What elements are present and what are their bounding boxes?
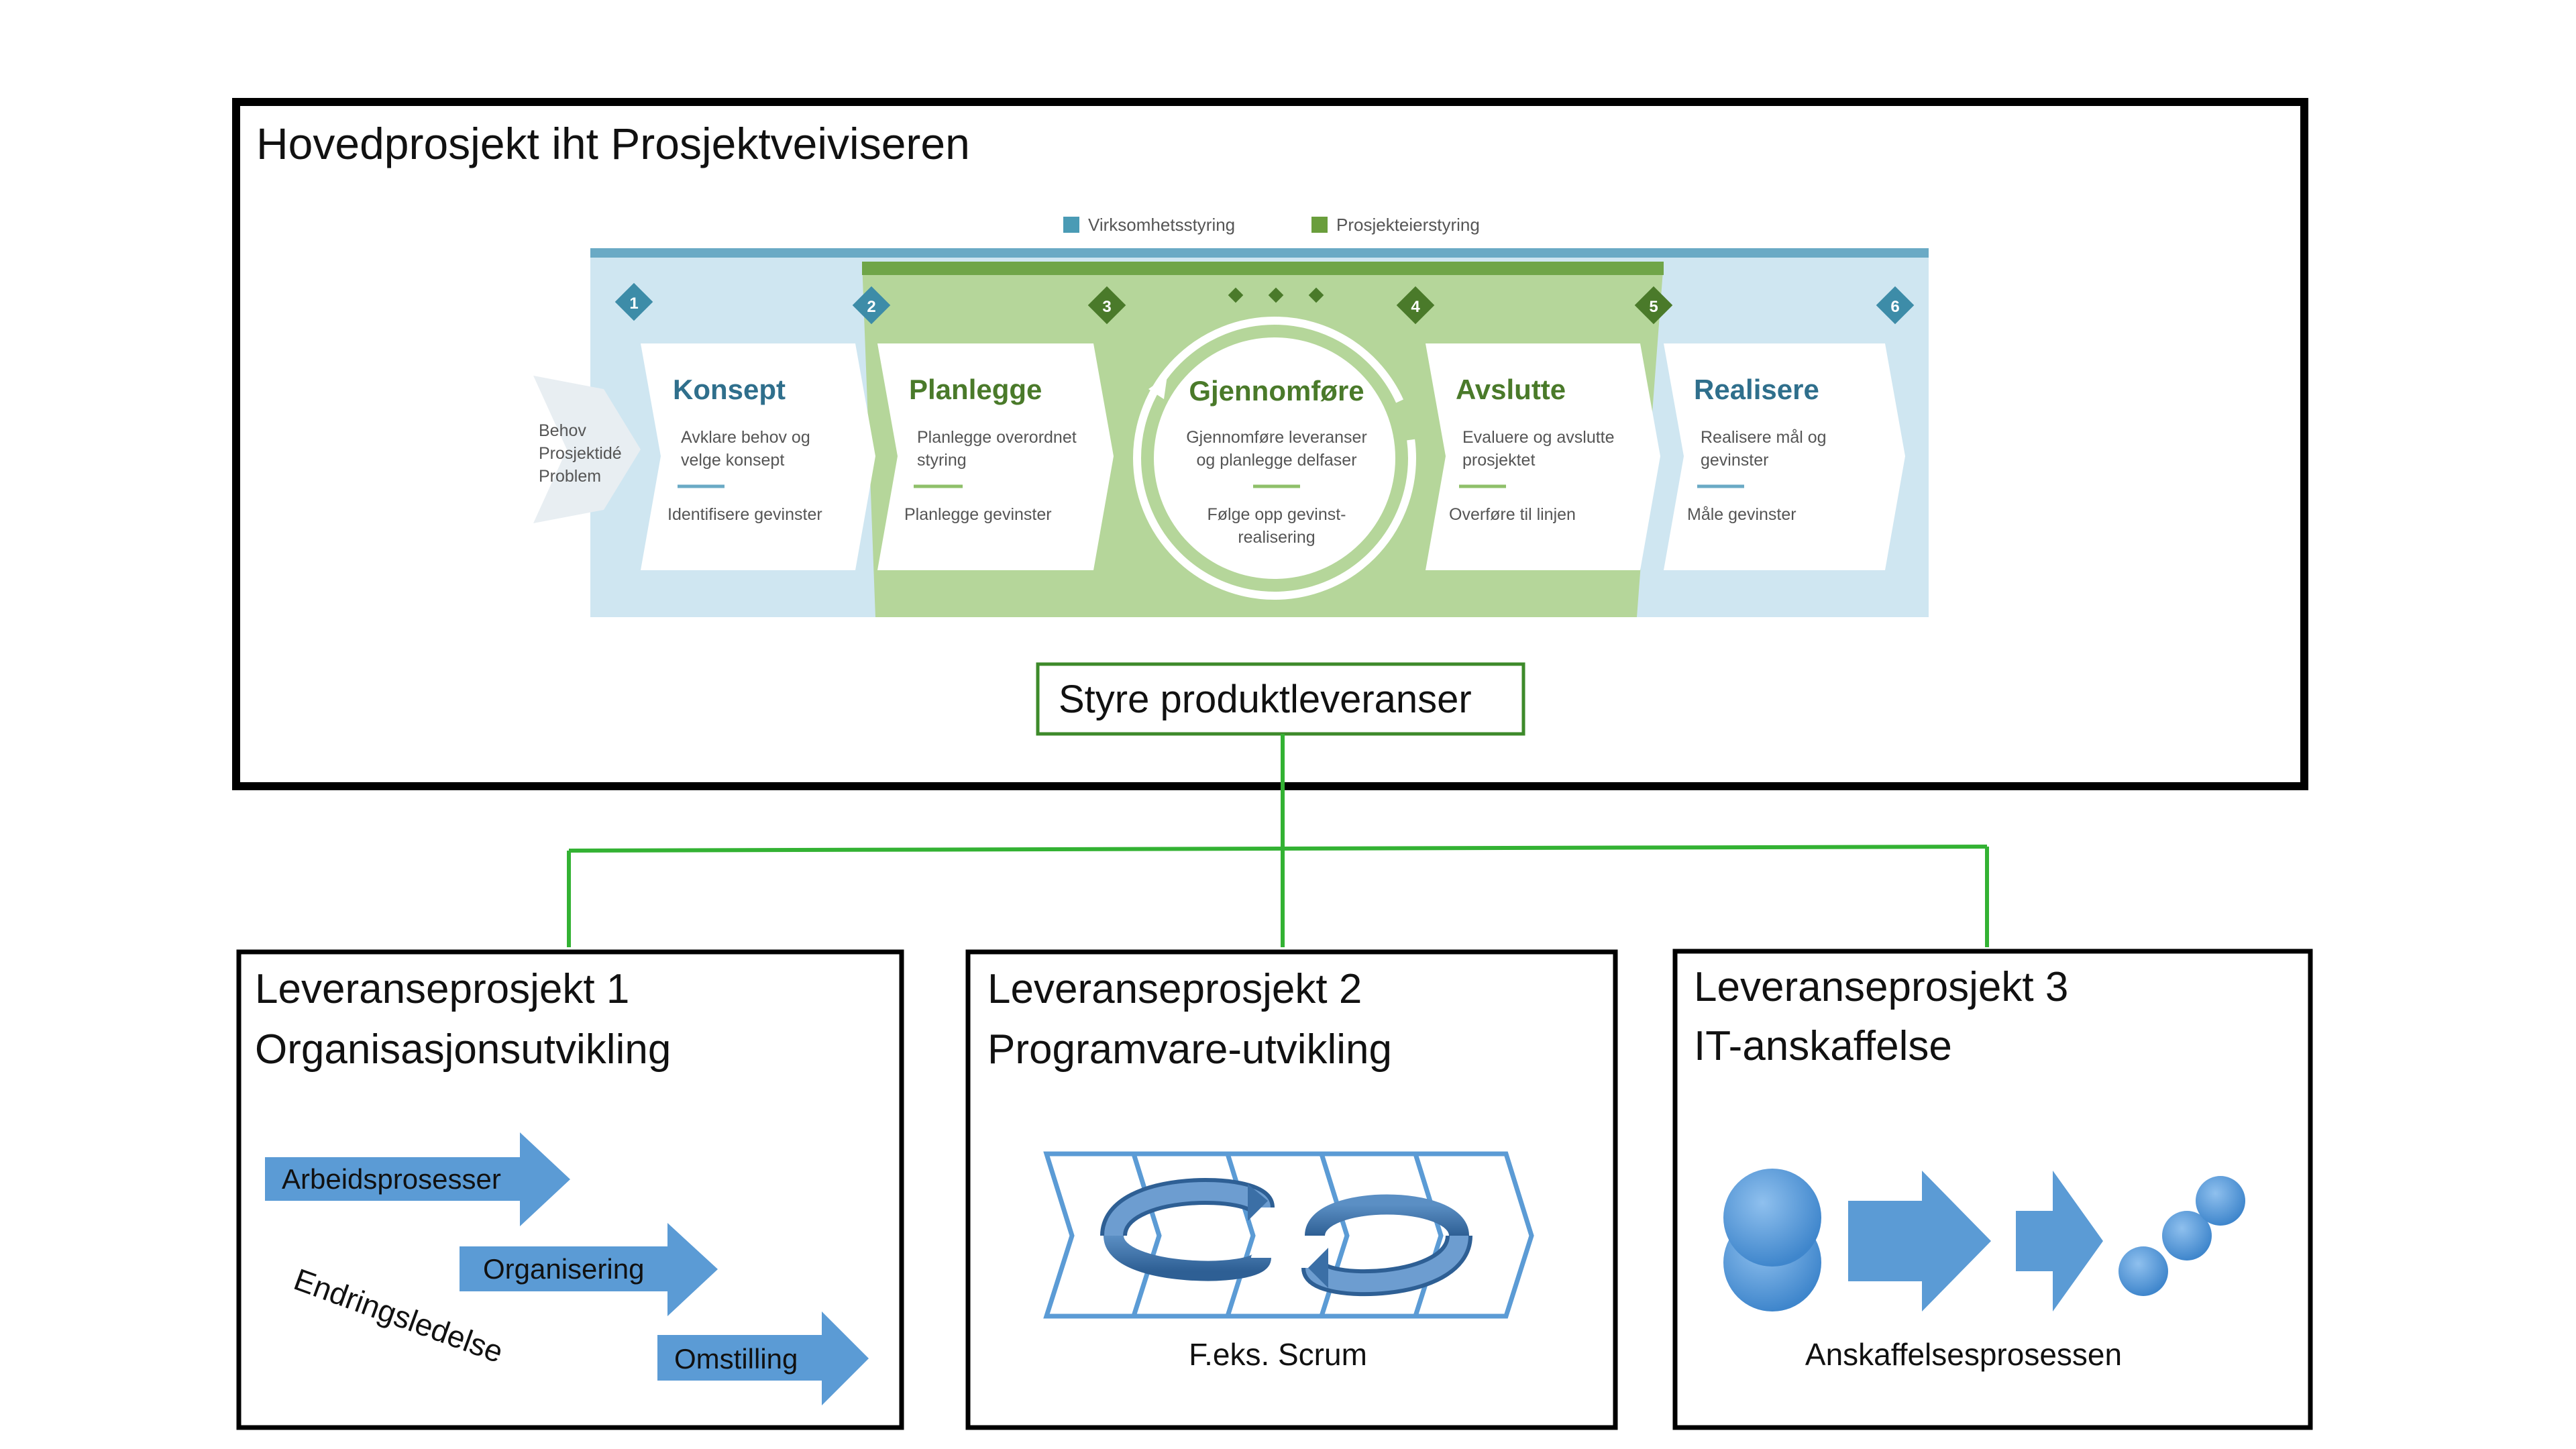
phase-benefit: realisering [1238, 528, 1315, 547]
svg-text:1: 1 [629, 294, 638, 313]
svg-text:Omstilling: Omstilling [674, 1343, 798, 1375]
milestone-6: 6 [1876, 286, 1915, 325]
phase-benefit: Følge opp gevinst- [1207, 505, 1346, 524]
phase-desc: og planlegge delfaser [1196, 451, 1356, 470]
delivery-project-2: Leveranseprosjekt 2 Programvare-utviklin… [965, 949, 1618, 1430]
phase-benefit: Planlegge gevinster [904, 505, 1052, 524]
control-label: Styre produktleveranser [1059, 678, 1472, 721]
delivery-subheading: Programvare-utvikling [987, 1026, 1392, 1073]
milestone-3: 3 [1087, 286, 1126, 325]
phase-title: Gjennomføre [1189, 375, 1364, 407]
phase-title: Avslutte [1456, 374, 1566, 405]
legend-label-virksomhetsstyring: Virksomhetsstyring [1088, 215, 1235, 235]
milestone-5: 5 [1634, 286, 1673, 325]
delivery-heading: Leveranseprosjekt 3 [1694, 964, 2068, 1010]
phase-planlegge: Planlegge Planlegge overordnet styring P… [877, 343, 1114, 570]
phase-desc: styring [917, 451, 967, 470]
arrow-omstilling: Omstilling [657, 1311, 869, 1405]
legend-label-prosjekteierstyring: Prosjekteierstyring [1336, 215, 1480, 235]
phase-desc: Planlegge overordnet [917, 428, 1077, 447]
phase-title: Realisere [1694, 374, 1819, 405]
phase-benefit: Måle gevinster [1687, 505, 1796, 524]
legend: Virksomhetsstyring Prosjekteierstyring [1063, 215, 1480, 235]
svg-text:6: 6 [1890, 298, 1899, 316]
phase-desc: Realisere mål og [1701, 428, 1827, 447]
arrow-organisering: Organisering [460, 1223, 718, 1316]
phase-avslutte: Avslutte Evaluere og avslutte prosjektet… [1426, 343, 1660, 570]
phase-konsept: Konsept Avklare behov og velge konsept I… [641, 343, 875, 570]
scrum-cycle-icon [1100, 1178, 1472, 1297]
caption-anskaffelse: Anskaffelsesprosessen [1805, 1337, 2122, 1372]
phase-benefit: Identifisere gevinster [667, 505, 822, 524]
input-label-prosjektide: Prosjektidé [539, 444, 622, 463]
input-arrow [533, 376, 641, 523]
svg-text:3: 3 [1102, 298, 1111, 316]
phase-desc: Gjennomføre leveranser [1186, 428, 1367, 447]
phase-benefit: Overføre til linjen [1449, 505, 1576, 524]
svg-text:4: 4 [1411, 298, 1420, 316]
connector-lines [567, 734, 1989, 947]
sub-milestone-markers [1228, 287, 1324, 303]
input-label-behov: Behov [539, 421, 586, 440]
phase-desc: gevinster [1701, 451, 1768, 470]
arrow-arbeidsprosesser: Arbeidsprosesser [265, 1132, 570, 1226]
svg-text:2: 2 [867, 298, 875, 316]
phase-title: Konsept [673, 374, 786, 405]
phase-title: Planlegge [909, 374, 1042, 405]
svg-text:5: 5 [1649, 298, 1658, 316]
phase-desc: Evaluere og avslutte [1462, 428, 1615, 447]
caption-scrum: F.eks. Scrum [1189, 1337, 1367, 1372]
delivery-project-3: Leveranseprosjekt 3 IT-anskaffelse Anska… [1672, 949, 2313, 1430]
svg-text:Arbeidsprosesser: Arbeidsprosesser [282, 1163, 501, 1195]
legend-swatch-prosjekteierstyring [1311, 217, 1328, 233]
process-graphic: Behov Prosjektidé Problem 1 2 3 4 [533, 248, 1929, 617]
owner-top-bar [862, 262, 1664, 275]
procurement-icons [1723, 1169, 2245, 1311]
svg-text:Organisering: Organisering [483, 1253, 644, 1285]
main-project-title: Hovedprosjekt iht Prosjektveiviseren [256, 119, 970, 168]
phase-realisere: Realisere Realisere mål og gevinster Mål… [1664, 343, 1905, 570]
legend-swatch-virksomhetsstyring [1063, 217, 1079, 233]
delivery-subheading: IT-anskaffelse [1694, 1023, 1952, 1069]
phase-desc: Avklare behov og [681, 428, 810, 447]
delivery-project-1: Leveranseprosjekt 1 Organisasjonsutvikli… [236, 949, 904, 1430]
delivery-subheading: Organisasjonsutvikling [255, 1026, 671, 1073]
input-label-problem: Problem [539, 467, 601, 486]
milestone-4: 4 [1396, 286, 1435, 325]
phase-desc: velge konsept [681, 451, 784, 470]
main-project-box: Hovedprosjekt iht Prosjektveiviseren Vir… [232, 98, 2308, 790]
governance-top-bar [590, 248, 1929, 258]
phase-gjennomfore: Gjennomføre Gjennomføre leveranser og pl… [1133, 317, 1416, 600]
delivery-heading: Leveranseprosjekt 1 [255, 966, 629, 1012]
control-box: Styre produktleveranser [1036, 662, 1525, 736]
milestone-2: 2 [852, 286, 891, 325]
phase-desc: prosjektet [1462, 451, 1535, 470]
delivery-heading: Leveranseprosjekt 2 [987, 966, 1362, 1012]
